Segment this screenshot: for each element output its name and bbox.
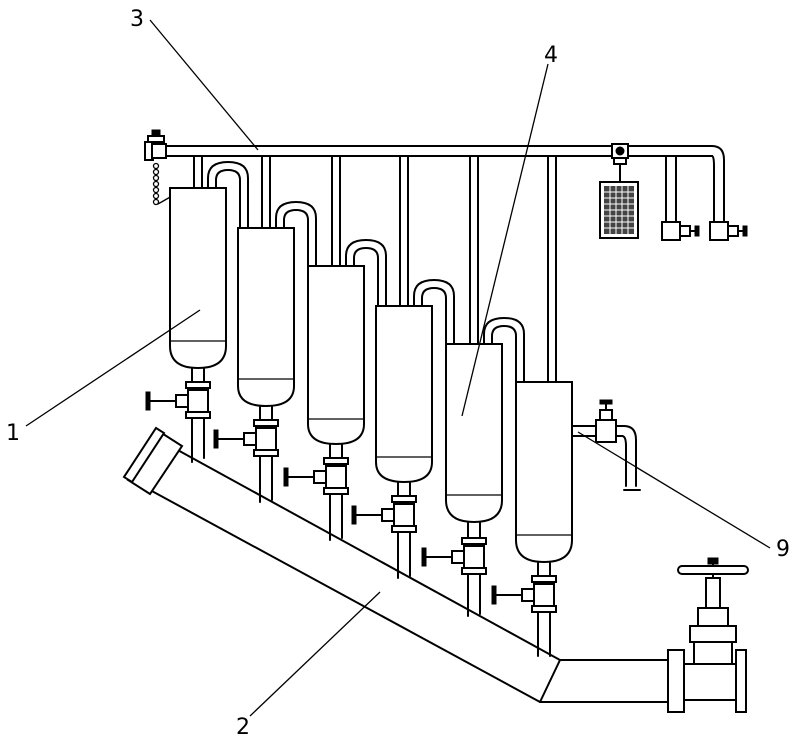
callout-leaders — [25, 19, 771, 717]
main-gate-valve — [667, 557, 749, 713]
side-outlet — [571, 399, 641, 491]
callout-2: 2 — [236, 715, 250, 740]
u-bends — [207, 161, 525, 383]
drain-5 — [421, 521, 487, 617]
callout-3: 3 — [130, 7, 144, 32]
drain-4 — [351, 481, 417, 579]
outlet-valve-b — [709, 221, 748, 241]
vent-lines — [193, 155, 557, 383]
filter-element — [599, 181, 639, 239]
vessel-1 — [169, 187, 227, 370]
callout-1: 1 — [6, 421, 20, 446]
header-right-valve — [611, 143, 629, 183]
callout-4: 4 — [544, 43, 558, 68]
chain — [152, 162, 173, 206]
vessel-4 — [375, 305, 433, 484]
drain-1 — [145, 367, 211, 463]
vessel-3 — [307, 265, 365, 446]
vessel-6 — [515, 381, 573, 564]
drain-3 — [283, 443, 349, 541]
drain-2 — [213, 405, 279, 503]
callout-9: 9 — [776, 537, 790, 562]
drain-6 — [491, 561, 557, 657]
header-left-valve — [144, 129, 173, 206]
vessel-5 — [445, 343, 503, 524]
inclined-collector-pipe — [122, 426, 671, 703]
outlet-valve-a — [661, 221, 700, 241]
vessel-2 — [237, 227, 295, 408]
